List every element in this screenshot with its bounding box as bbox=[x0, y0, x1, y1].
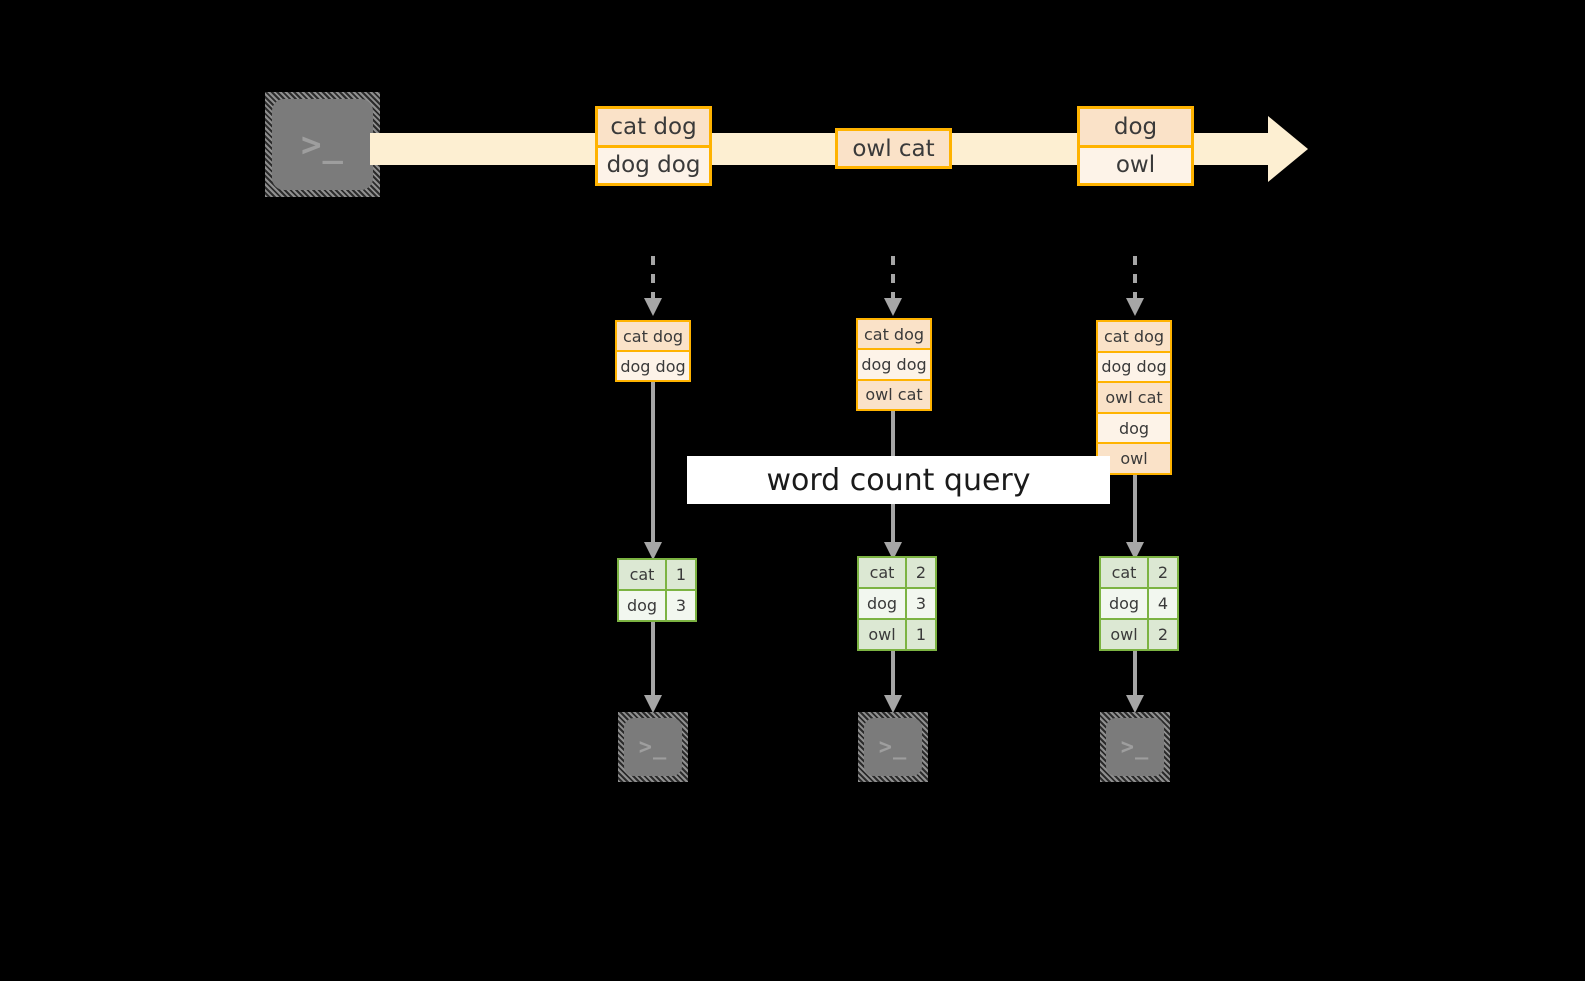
snapshot-table-1: cat dog dog dog bbox=[615, 320, 691, 382]
snapshot-row: cat dog bbox=[858, 320, 930, 349]
stream-message-row: dog bbox=[1080, 109, 1191, 145]
event-stream-arrow-head bbox=[1268, 116, 1308, 182]
result-word: owl bbox=[859, 620, 905, 649]
snapshot-to-result-arrowhead-2 bbox=[884, 542, 902, 560]
sink-terminal-icon-2: >_ bbox=[858, 712, 928, 782]
snapshot-row: dog dog bbox=[858, 348, 930, 379]
snapshot-row: dog dog bbox=[617, 350, 689, 380]
table-row: dog 4 bbox=[1101, 587, 1177, 618]
table-row: dog 3 bbox=[859, 587, 935, 618]
stream-message-3: dog owl bbox=[1077, 106, 1194, 186]
sink-terminal-icon-3: >_ bbox=[1100, 712, 1170, 782]
snapshot-row: cat dog bbox=[1098, 322, 1170, 351]
result-count: 1 bbox=[665, 560, 695, 589]
result-word: cat bbox=[1101, 558, 1147, 587]
result-count: 2 bbox=[905, 558, 935, 587]
result-count: 4 bbox=[1147, 589, 1177, 618]
stream-message-1: cat dog dog dog bbox=[595, 106, 712, 186]
result-count: 3 bbox=[905, 589, 935, 618]
stream-message-row: owl bbox=[1080, 144, 1191, 183]
terminal-screen: >_ bbox=[624, 718, 682, 776]
result-word: cat bbox=[859, 558, 905, 587]
stream-message-row: cat dog bbox=[598, 109, 709, 145]
snapshot-row: owl bbox=[1098, 442, 1170, 473]
stream-to-snapshot-connector-1 bbox=[651, 256, 655, 301]
snapshot-row: owl cat bbox=[858, 378, 930, 409]
terminal-screen: >_ bbox=[864, 718, 922, 776]
terminal-screen: >_ bbox=[272, 99, 373, 190]
result-to-sink-connector-1 bbox=[651, 622, 655, 700]
stream-to-snapshot-connector-2 bbox=[891, 256, 895, 301]
snapshot-to-result-connector-1 bbox=[651, 382, 655, 547]
query-label-text: word count query bbox=[766, 462, 1031, 498]
result-to-sink-arrowhead-2 bbox=[884, 695, 902, 713]
snapshot-row: dog bbox=[1098, 411, 1170, 443]
source-terminal-icon: >_ bbox=[265, 92, 380, 197]
result-table-3: cat 2 dog 4 owl 2 bbox=[1099, 556, 1179, 651]
snapshot-table-2: cat dog dog dog owl cat bbox=[856, 318, 932, 411]
result-count: 1 bbox=[905, 620, 935, 649]
table-row: owl 1 bbox=[859, 618, 935, 649]
result-word: dog bbox=[859, 589, 905, 618]
stream-message-2: owl cat bbox=[835, 128, 952, 169]
sink-terminal-icon-1: >_ bbox=[618, 712, 688, 782]
snapshot-to-result-arrowhead-3 bbox=[1126, 542, 1144, 560]
terminal-prompt-icon: >_ bbox=[301, 124, 344, 165]
table-row: cat 2 bbox=[859, 558, 935, 587]
table-row: cat 2 bbox=[1101, 558, 1177, 587]
snapshot-to-result-connector-3 bbox=[1133, 475, 1137, 547]
result-count: 2 bbox=[1147, 558, 1177, 587]
stream-message-row: owl cat bbox=[838, 131, 949, 166]
terminal-prompt-icon: >_ bbox=[1120, 734, 1150, 760]
table-row: owl 2 bbox=[1101, 618, 1177, 649]
result-to-sink-connector-2 bbox=[891, 651, 895, 700]
result-to-sink-arrowhead-3 bbox=[1126, 695, 1144, 713]
result-word: owl bbox=[1101, 620, 1147, 649]
terminal-prompt-icon: >_ bbox=[638, 734, 668, 760]
result-word: dog bbox=[1101, 589, 1147, 618]
stream-message-row: dog dog bbox=[598, 144, 709, 183]
result-count: 2 bbox=[1147, 620, 1177, 649]
result-table-2: cat 2 dog 3 owl 1 bbox=[857, 556, 937, 651]
snapshot-row: owl cat bbox=[1098, 381, 1170, 412]
terminal-screen: >_ bbox=[1106, 718, 1164, 776]
stream-to-snapshot-arrowhead-2 bbox=[884, 298, 902, 316]
stream-to-snapshot-arrowhead-1 bbox=[644, 298, 662, 316]
stream-to-snapshot-arrowhead-3 bbox=[1126, 298, 1144, 316]
table-row: cat 1 bbox=[619, 560, 695, 589]
result-word: cat bbox=[619, 560, 665, 589]
snapshot-row: dog dog bbox=[1098, 350, 1170, 382]
result-to-sink-connector-3 bbox=[1133, 651, 1137, 700]
result-count: 3 bbox=[665, 591, 695, 620]
snapshot-to-result-arrowhead-1 bbox=[644, 542, 662, 560]
query-label: word count query bbox=[687, 456, 1110, 504]
snapshot-row: cat dog bbox=[617, 322, 689, 350]
table-row: dog 3 bbox=[619, 589, 695, 620]
snapshot-table-3: cat dog dog dog owl cat dog owl bbox=[1096, 320, 1172, 475]
terminal-prompt-icon: >_ bbox=[878, 734, 908, 760]
stream-to-snapshot-connector-3 bbox=[1133, 256, 1137, 301]
result-word: dog bbox=[619, 591, 665, 620]
result-to-sink-arrowhead-1 bbox=[644, 695, 662, 713]
result-table-1: cat 1 dog 3 bbox=[617, 558, 697, 622]
